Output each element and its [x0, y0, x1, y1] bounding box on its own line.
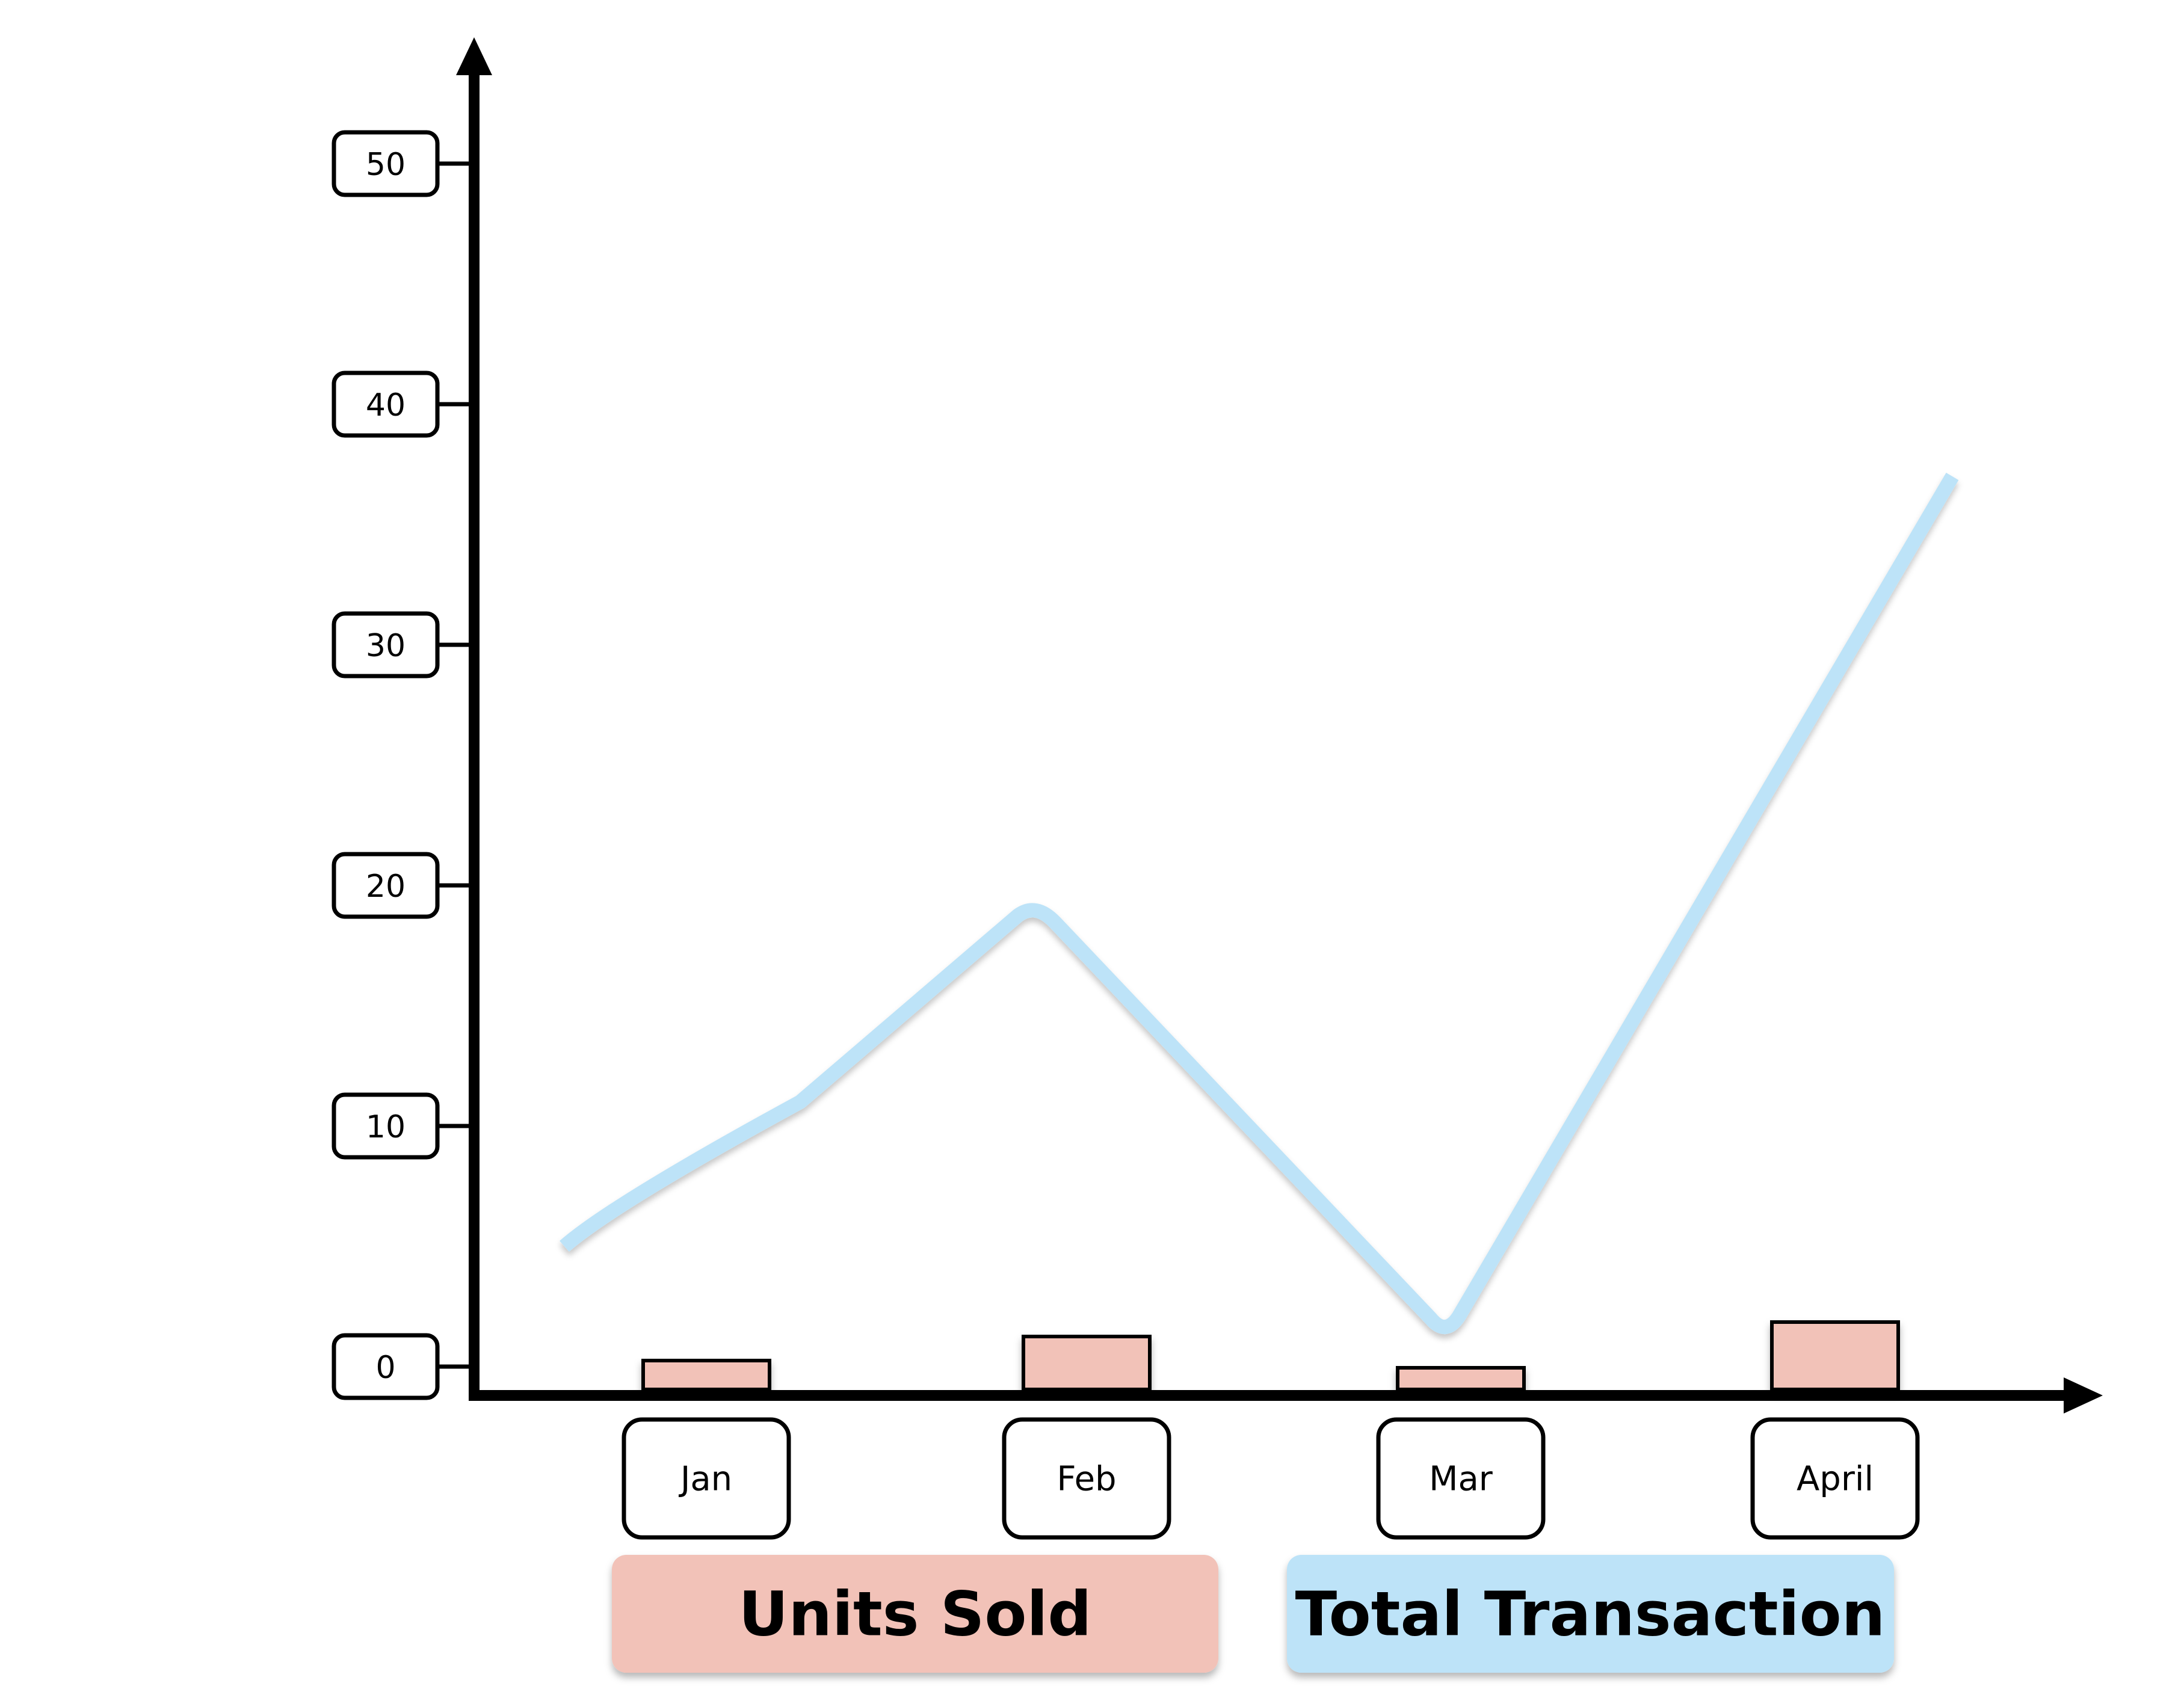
bar [1770, 1320, 1900, 1391]
y-tick-box [332, 130, 440, 197]
x-category-label: Mar [1429, 1460, 1493, 1499]
y-tick: 40 [332, 371, 474, 438]
bar [641, 1359, 771, 1391]
x-axis-arrow [2064, 1377, 2103, 1414]
series-line [560, 472, 1959, 1334]
y-tick-box [332, 371, 440, 438]
x-category: Jan [622, 1417, 791, 1540]
bars-units-sold [641, 1320, 1900, 1391]
line-total-transaction [560, 472, 1959, 1334]
y-tick-label: 50 [366, 147, 406, 183]
bar [1396, 1366, 1526, 1391]
y-tick: 0 [332, 1333, 474, 1400]
x-category-label: Feb [1057, 1460, 1116, 1499]
x-category-label: Jan [679, 1460, 732, 1499]
y-tick-box [332, 1092, 440, 1160]
y-tick-box [332, 1333, 440, 1400]
legend-label-units-sold: Units Sold [739, 1579, 1092, 1650]
y-tick-label: 0 [375, 1350, 395, 1386]
x-category-box [1002, 1417, 1171, 1540]
x-category-label: April [1797, 1460, 1874, 1499]
y-axis-arrow [456, 37, 492, 75]
x-category: Mar [1376, 1417, 1546, 1540]
y-tick: 20 [332, 852, 474, 919]
x-category-box [622, 1417, 791, 1540]
x-categories: Jan Feb Mar April [622, 1417, 1920, 1540]
legend-item-units-sold: Units Sold [612, 1555, 1218, 1673]
y-tick-label: 20 [366, 869, 406, 905]
x-category: April [1750, 1417, 1920, 1540]
y-tick-label: 30 [366, 628, 406, 664]
y-ticks: 0 10 20 30 40 50 [332, 130, 474, 1400]
x-category-box [1376, 1417, 1546, 1540]
y-tick-box [332, 611, 440, 678]
y-tick: 10 [332, 1092, 474, 1160]
legend: Units Sold Total Transaction [612, 1555, 1894, 1673]
legend-item-total-transaction: Total Transaction [1287, 1555, 1894, 1673]
y-tick: 50 [332, 130, 474, 197]
x-category: Feb [1002, 1417, 1171, 1540]
x-category-box [1750, 1417, 1920, 1540]
y-tick: 30 [332, 611, 474, 678]
y-tick-box [332, 852, 440, 919]
legend-label-total-transaction: Total Transaction [1295, 1579, 1886, 1650]
legend-swatch-total-transaction [1287, 1555, 1894, 1673]
legend-swatch-units-sold [612, 1555, 1218, 1673]
y-tick-label: 10 [366, 1109, 406, 1145]
y-tick-label: 40 [366, 387, 406, 423]
bar [1022, 1335, 1152, 1391]
